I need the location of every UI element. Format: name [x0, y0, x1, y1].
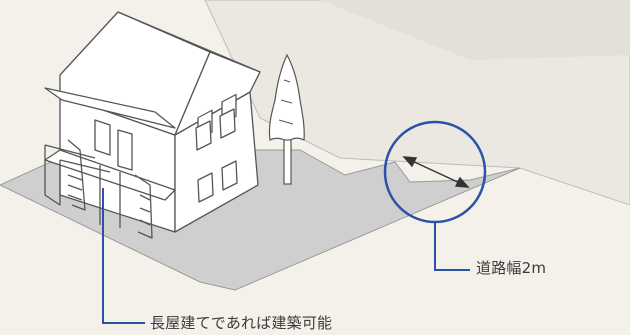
window-lower-right — [221, 160, 238, 191]
house-roof-right — [174, 51, 261, 136]
house-canopy — [44, 87, 176, 129]
double-headed-arrow-icon — [402, 156, 470, 188]
stair-rail-mid — [67, 139, 86, 211]
window-upper-right — [219, 108, 236, 139]
house-door-left — [94, 119, 111, 156]
road-width-leader-line — [434, 222, 470, 271]
tree-illustration — [268, 53, 305, 185]
stair-rail-right — [134, 174, 153, 239]
rowhouse-leader-line — [102, 188, 145, 324]
house-deck — [44, 149, 176, 201]
road-width-label: 道路幅2m — [476, 259, 547, 277]
road-surface-upper — [205, 0, 630, 60]
rowhouse-buildable-label: 長屋建てであれば建築可能 — [150, 314, 333, 332]
house-illustration — [44, 11, 261, 239]
window-upper-left — [195, 120, 212, 151]
window-lower-left — [197, 172, 214, 203]
house-door-right — [117, 129, 133, 171]
stair-rail-left — [44, 145, 61, 206]
